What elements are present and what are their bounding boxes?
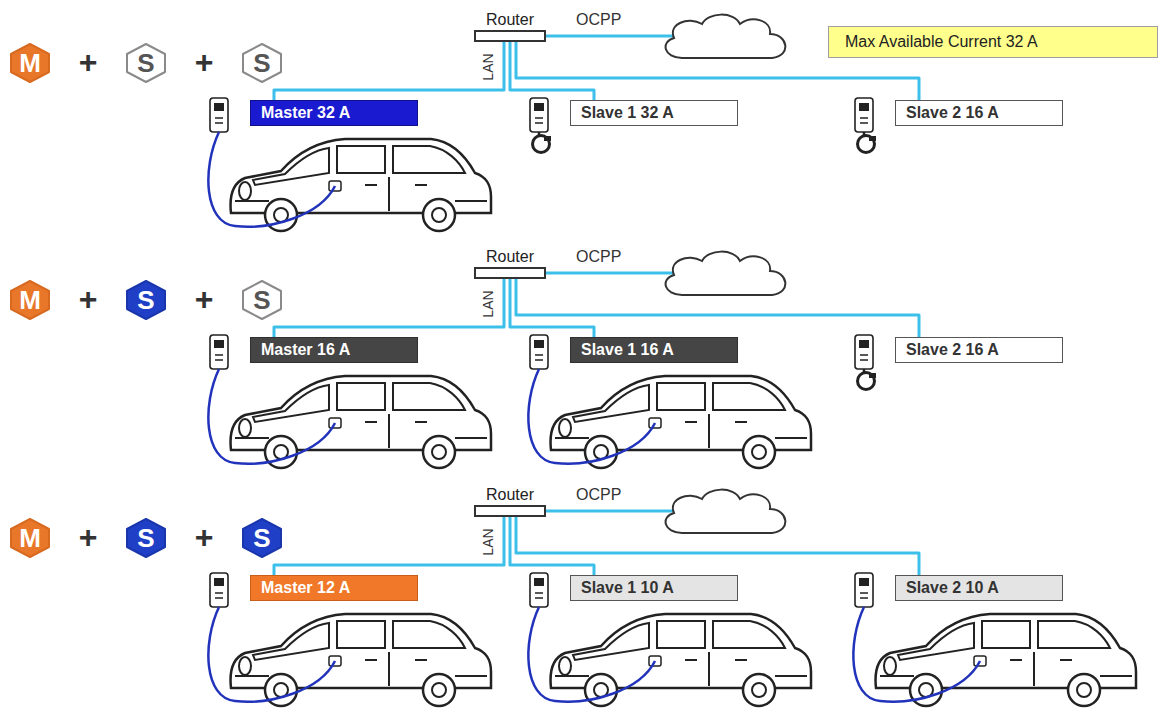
router-box: Router bbox=[474, 247, 546, 279]
lan-cable bbox=[510, 279, 594, 337]
role-badge: M bbox=[9, 280, 51, 320]
plus-sign: + bbox=[190, 42, 218, 82]
charger-label: Master 16 A bbox=[250, 337, 418, 363]
plus-sign: + bbox=[74, 517, 102, 557]
role-badge: S bbox=[125, 280, 167, 320]
router-body bbox=[474, 267, 546, 279]
protocol-label: OCPP bbox=[576, 10, 621, 30]
lan-cable bbox=[516, 517, 919, 575]
node-text: Master 12 A bbox=[261, 576, 407, 600]
cloud-symbol bbox=[666, 252, 786, 295]
protocol-label: OCPP bbox=[576, 485, 621, 505]
router-box: Router bbox=[474, 10, 546, 42]
node-text: Master 32 A bbox=[261, 101, 407, 125]
role-badge: S bbox=[241, 280, 283, 320]
role-badge: S bbox=[241, 518, 283, 558]
role-badge: S bbox=[125, 518, 167, 558]
cloud-symbol bbox=[666, 15, 786, 58]
charger-with-car bbox=[208, 573, 491, 706]
idle-charger bbox=[855, 335, 876, 390]
node-text: S bbox=[125, 280, 167, 320]
node-text: Slave 1 16 A bbox=[581, 338, 727, 362]
charger-label: Slave 1 10 A bbox=[570, 575, 738, 601]
role-badge: M bbox=[9, 518, 51, 558]
node-text: Router bbox=[474, 485, 546, 505]
node-text: Max Available Current 32 A bbox=[845, 27, 1141, 57]
role-badge: S bbox=[125, 43, 167, 83]
panel-art bbox=[208, 15, 876, 231]
panel-art bbox=[208, 490, 1136, 706]
ocpp-line bbox=[546, 35, 680, 38]
charger-with-car bbox=[853, 573, 1136, 706]
network-label: LAN bbox=[479, 524, 497, 560]
plus-sign: + bbox=[74, 42, 102, 82]
charger-with-car bbox=[208, 335, 491, 468]
lan-cable bbox=[274, 42, 504, 100]
router-body bbox=[474, 30, 546, 42]
node-text: M bbox=[9, 43, 51, 83]
node-text: Slave 1 10 A bbox=[581, 576, 727, 600]
role-badge: S bbox=[241, 43, 283, 83]
node-text: Slave 2 10 A bbox=[906, 576, 1052, 600]
node-text: Slave 2 16 A bbox=[906, 338, 1052, 362]
lan-cable bbox=[516, 279, 919, 337]
node-text: Slave 1 32 A bbox=[581, 101, 727, 125]
router-box: Router bbox=[474, 485, 546, 517]
node-text: S bbox=[241, 280, 283, 320]
node-text: Master 16 A bbox=[261, 338, 407, 362]
role-badge: M bbox=[9, 43, 51, 83]
node-text: S bbox=[125, 518, 167, 558]
protocol-label: OCPP bbox=[576, 247, 621, 267]
panel-art bbox=[208, 252, 876, 468]
charger-label: Master 12 A bbox=[250, 575, 418, 601]
router-body bbox=[474, 505, 546, 517]
charger-with-car bbox=[528, 335, 811, 468]
idle-charger bbox=[530, 98, 551, 153]
ocpp-line bbox=[546, 272, 680, 275]
charger-with-car bbox=[208, 98, 491, 231]
plus-sign: + bbox=[74, 279, 102, 319]
charger-label: Slave 1 16 A bbox=[570, 337, 738, 363]
lan-cable bbox=[510, 42, 594, 100]
node-text: S bbox=[241, 43, 283, 83]
node-text: S bbox=[241, 518, 283, 558]
node-text: Slave 2 16 A bbox=[906, 101, 1052, 125]
charger-label: Slave 2 16 A bbox=[895, 337, 1063, 363]
charger-label: Slave 2 10 A bbox=[895, 575, 1063, 601]
node-text: Router bbox=[474, 247, 546, 267]
current-limit-box: Max Available Current 32 A bbox=[828, 26, 1158, 58]
lan-cable bbox=[510, 517, 594, 575]
idle-charger bbox=[855, 98, 876, 153]
ocpp-line bbox=[546, 510, 680, 513]
plus-sign: + bbox=[190, 517, 218, 557]
network-label: LAN bbox=[479, 49, 497, 85]
node-text: S bbox=[125, 43, 167, 83]
charger-with-car bbox=[528, 573, 811, 706]
plus-sign: + bbox=[190, 279, 218, 319]
lan-cable bbox=[274, 517, 504, 575]
cloud-symbol bbox=[666, 490, 786, 533]
network-label: LAN bbox=[479, 286, 497, 322]
node-text: Router bbox=[474, 10, 546, 30]
lan-cable bbox=[274, 279, 504, 337]
charger-label: Master 32 A bbox=[250, 100, 418, 126]
charger-label: Slave 2 16 A bbox=[895, 100, 1063, 126]
charger-label: Slave 1 32 A bbox=[570, 100, 738, 126]
node-text: M bbox=[9, 280, 51, 320]
node-text: M bbox=[9, 518, 51, 558]
